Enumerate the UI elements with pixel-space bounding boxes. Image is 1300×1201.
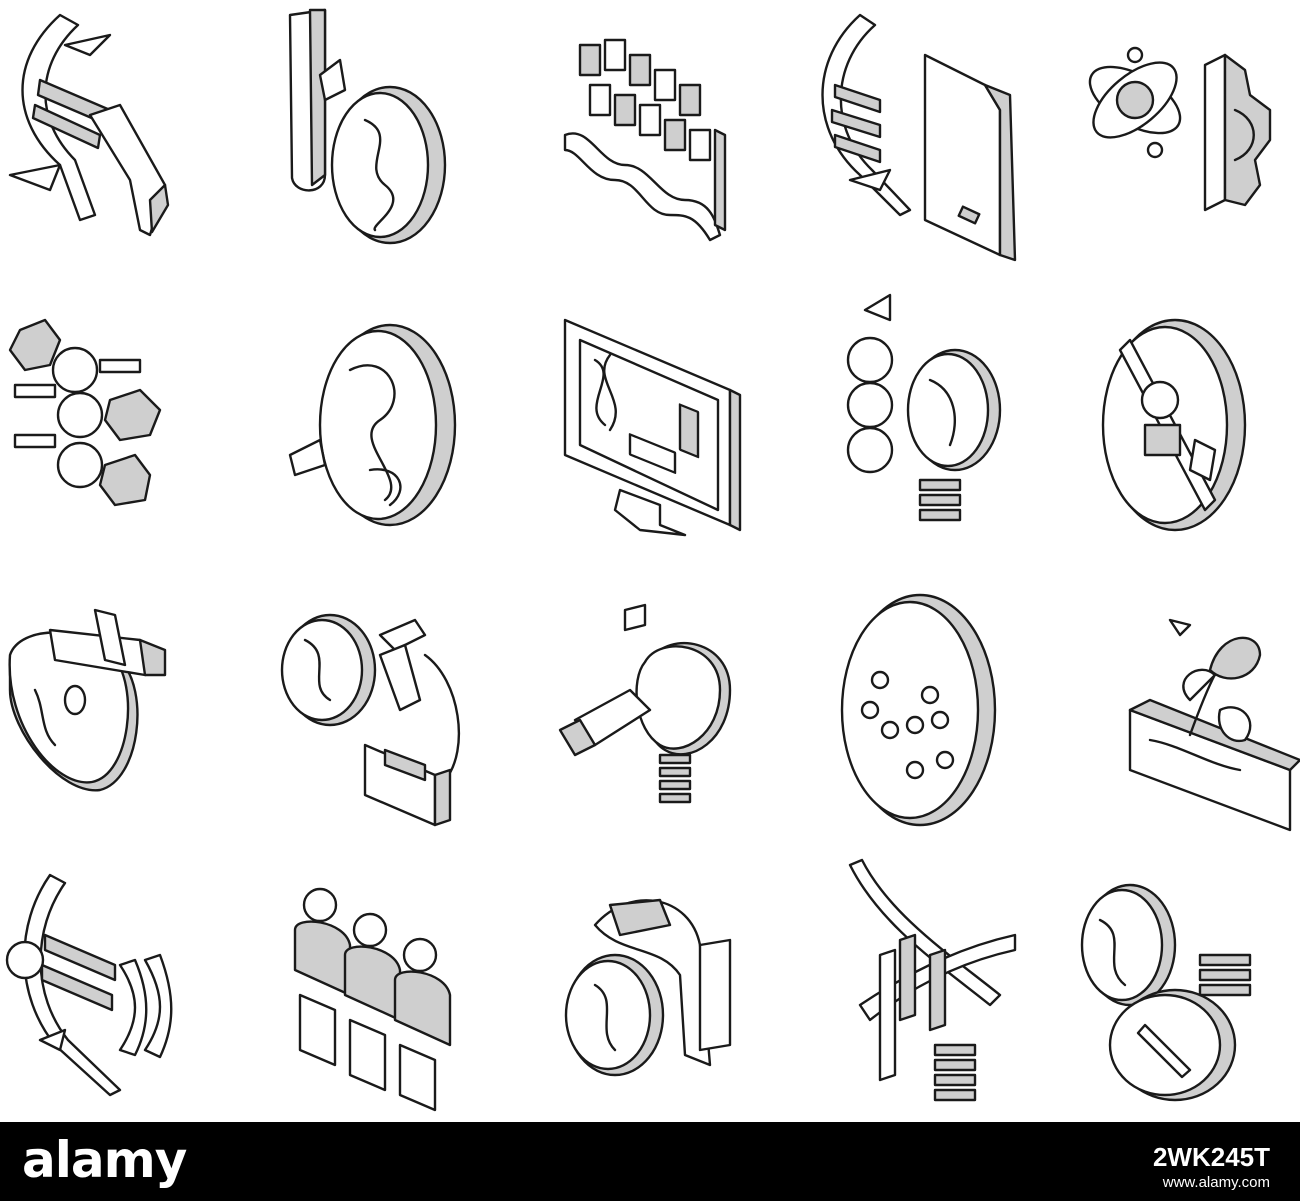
- fish-magnifier-icon: [520, 845, 780, 1125]
- image-id: 2WK245T: [1152, 1142, 1270, 1172]
- icon-grid: [0, 0, 1300, 1125]
- animal-cloning-icon: [780, 290, 1040, 570]
- gene-sequence-blocks-icon: [520, 0, 780, 280]
- meat-syringe-icon: [0, 580, 260, 860]
- dna-document-icon: [780, 0, 1040, 280]
- dna-helix-icon: [0, 0, 260, 280]
- prohibited-gmo-icon: [1040, 290, 1300, 570]
- test-tube-magnifier-icon: [260, 0, 520, 280]
- petri-dish-cells-icon: [780, 580, 1040, 860]
- plant-growth-icon: [1040, 580, 1300, 860]
- molecule-gears-icon: [0, 290, 260, 570]
- embryo-petri-icon: [260, 290, 520, 570]
- dna-test-tubes-icon: [780, 845, 1040, 1125]
- chromosome-dna-icon: [0, 845, 260, 1125]
- stock-footer-bar: alamy 2WK245T www.alamy.com: [0, 1122, 1300, 1201]
- alamy-logo[interactable]: alamy: [22, 1131, 187, 1189]
- dna-monitor-icon: [520, 290, 780, 570]
- apple-syringe-icon: [520, 580, 780, 860]
- human-clones-icon: [260, 845, 520, 1125]
- site-url[interactable]: www.alamy.com: [1162, 1174, 1270, 1191]
- atom-gear-icon: [1040, 0, 1300, 280]
- search-magnifier-icon: [1040, 845, 1300, 1125]
- microscope-icon: [260, 580, 520, 860]
